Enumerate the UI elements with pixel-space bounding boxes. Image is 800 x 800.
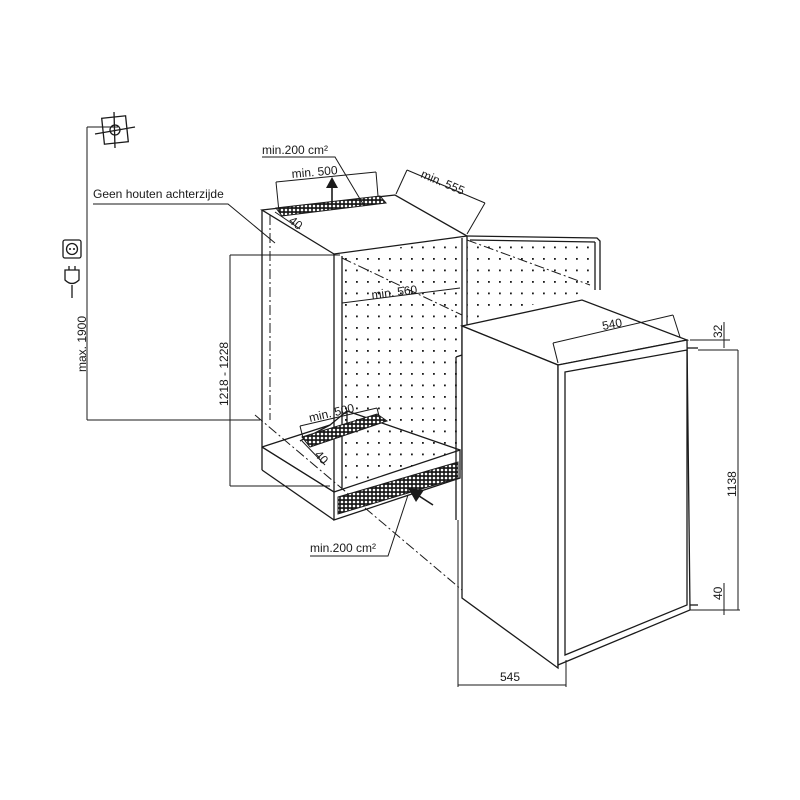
top-vent-width-label: min. 500 <box>291 163 338 181</box>
airflow-arrow-in-icon <box>408 488 434 506</box>
bottom-vent-depth-label: 40 <box>312 448 332 468</box>
niche-depth-label: min. 555 <box>419 167 467 198</box>
appliance-height-label: 1138 <box>725 471 739 497</box>
power-plug-icon <box>64 266 80 298</box>
socket-max-height-label: max. 1900 <box>75 316 89 372</box>
appliance-top-offset-label: 32 <box>711 324 725 338</box>
bottom-inner-vent-grille <box>301 413 389 448</box>
niche-height-label: 1218 - 1228 <box>217 342 231 406</box>
top-vent-area-label: min.200 cm² <box>262 143 328 157</box>
dimension-lines <box>86 126 740 687</box>
appliance-bottom-offset-label: 40 <box>711 586 725 600</box>
appliance-depth-label: 545 <box>500 670 520 684</box>
airflow-arrow-up-icon <box>326 177 338 203</box>
top-vent-grille <box>275 195 387 217</box>
no-wooden-back-label: Geen houten achterzijde <box>93 187 224 201</box>
appliance-width-label: 540 <box>601 315 624 333</box>
niche-right-wall <box>467 238 595 320</box>
bottom-vent-area-label: min.200 cm² <box>310 541 376 555</box>
niche-width-label: min. 560 <box>371 282 419 302</box>
niche-back-wall <box>342 238 462 488</box>
power-socket-icon <box>62 239 82 259</box>
mounting-target-icon <box>94 111 136 149</box>
refrigerator-appliance <box>455 299 698 670</box>
bottom-plinth-vent-grille <box>337 461 459 515</box>
